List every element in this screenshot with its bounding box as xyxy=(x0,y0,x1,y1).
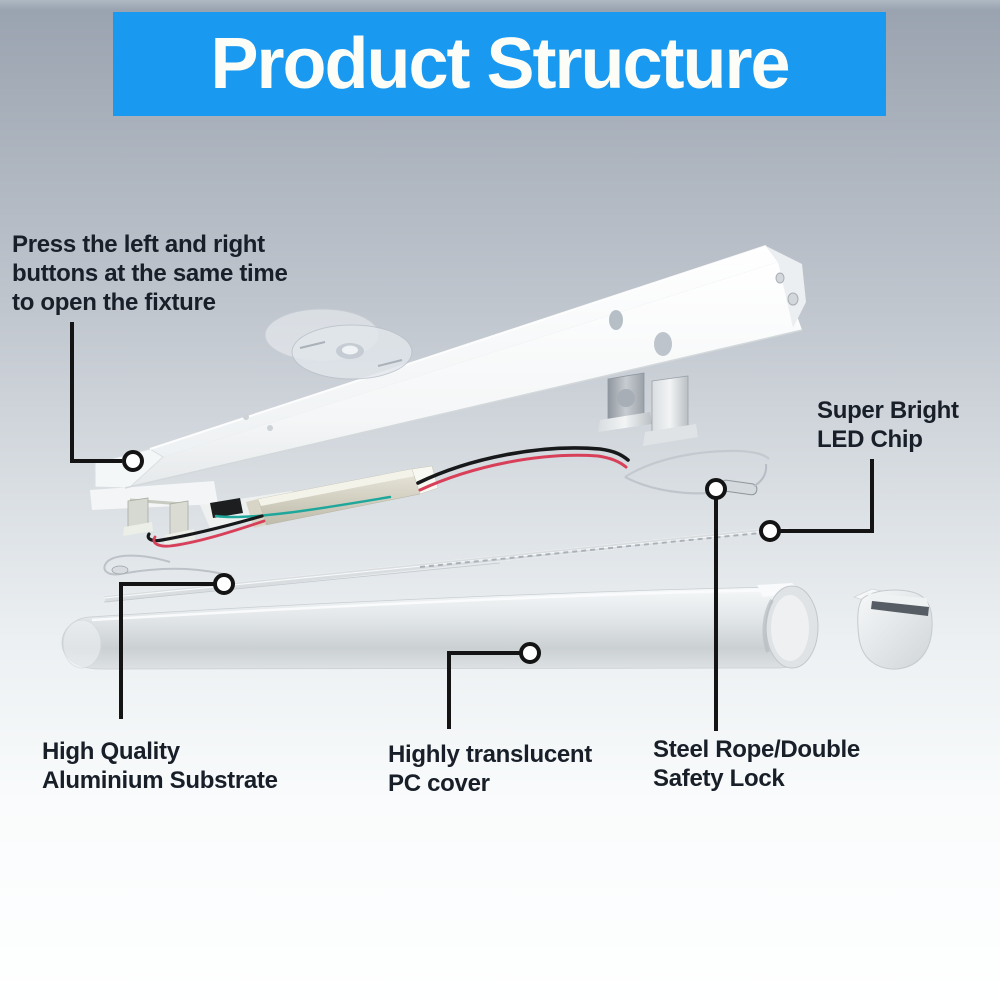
housing-top-face xyxy=(150,246,778,457)
red-wire xyxy=(418,453,628,492)
driver-top xyxy=(258,469,415,506)
spring-clip-foot xyxy=(643,424,698,446)
callout-pc-cover: Highly translucent PC cover xyxy=(388,741,592,797)
mount-disc-slots xyxy=(299,341,403,367)
red-wire xyxy=(152,519,266,548)
leader-lines xyxy=(70,322,874,731)
housing-end-face xyxy=(766,246,806,328)
callout-open-fixture: Press the left and right buttons at the … xyxy=(12,231,288,316)
housing-hole xyxy=(609,310,623,330)
leader-led-chip xyxy=(780,459,874,533)
tube-opening-inner xyxy=(771,595,809,661)
rope-ferrule xyxy=(111,565,129,575)
spring-clip-hole xyxy=(617,389,635,407)
leader-dot-steel-rope xyxy=(705,478,727,500)
page-title: Product Structure xyxy=(210,24,790,104)
end-cap-top xyxy=(866,593,929,607)
leader-dot-substrate xyxy=(213,573,235,595)
fixture-housing xyxy=(90,245,806,510)
leader-open-fixture xyxy=(70,322,122,463)
endface-hole xyxy=(787,292,799,306)
housing-hole xyxy=(654,332,672,356)
terminal-block xyxy=(210,498,243,518)
end-cap-slot xyxy=(871,601,929,616)
tube-body xyxy=(61,586,817,670)
wiring xyxy=(146,446,630,548)
rope-hook xyxy=(753,463,768,487)
tube-top-highlight xyxy=(91,588,791,622)
housing-bottom-edge xyxy=(124,329,803,489)
tube-inner-shadow xyxy=(762,599,774,653)
callout-steel-rope: Steel Rope/Double Safety Lock xyxy=(653,736,860,792)
leader-dots xyxy=(122,450,781,664)
black-wire xyxy=(416,446,630,485)
tube-end-cap xyxy=(852,588,933,670)
mount-disc-hole-center xyxy=(342,345,358,355)
led-driver xyxy=(200,465,439,528)
black-wire xyxy=(146,514,264,543)
title-banner: Product Structure xyxy=(113,12,886,116)
ceiling-mount-plate xyxy=(264,308,413,380)
leader-dot-open-fixture xyxy=(122,450,144,472)
endface-hole xyxy=(775,272,785,284)
pc-cover-tube xyxy=(61,583,819,670)
housing-front-face xyxy=(125,262,802,488)
callout-led-chip: Super Bright LED Chip xyxy=(817,397,959,453)
tube-left-cap xyxy=(62,619,102,669)
screw-hole xyxy=(267,425,273,431)
leader-dot-led-chip xyxy=(759,520,781,542)
leader-substrate xyxy=(119,582,214,719)
led-chip-row xyxy=(419,530,781,568)
spring-clip-foot xyxy=(123,522,153,536)
callout-aluminium-substrate: High Quality Aluminium Substrate xyxy=(42,738,278,794)
leader-dot-pc-cover xyxy=(519,642,541,664)
substrate-edge xyxy=(103,562,501,603)
spring-clip-foot xyxy=(598,412,652,432)
spring-clips-left xyxy=(123,497,195,545)
spring-clips-right xyxy=(598,372,698,446)
screw-hole xyxy=(243,414,249,420)
leader-pc-cover xyxy=(447,651,520,729)
ground-wire-green xyxy=(214,495,392,519)
housing-edge-highlight xyxy=(149,245,767,450)
rope-strand xyxy=(624,449,770,478)
